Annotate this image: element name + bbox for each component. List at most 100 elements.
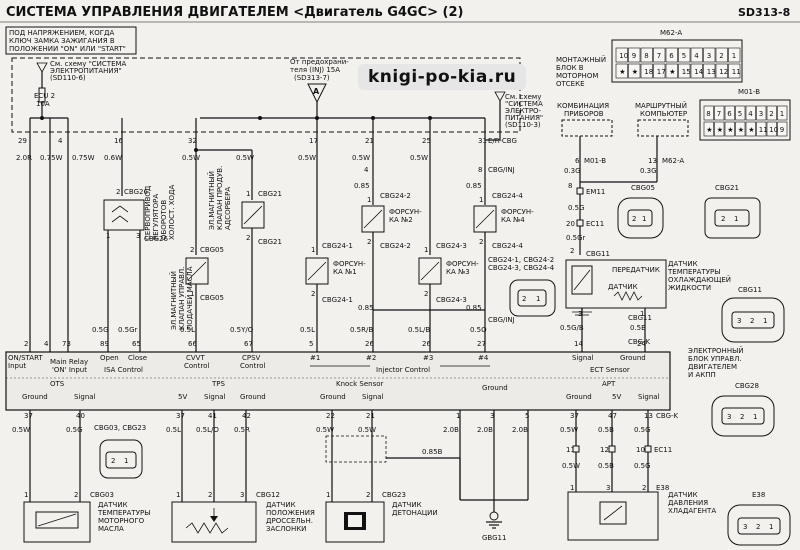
svg-text:теля (INJ) 15A: теля (INJ) 15A — [290, 66, 340, 74]
connector-cell — [665, 63, 678, 79]
connector-cell — [703, 47, 716, 63]
svg-text:2: 2 — [190, 246, 194, 254]
svg-text:37: 37 — [24, 412, 33, 420]
svg-text:16: 16 — [114, 137, 123, 145]
svg-text:0.3G: 0.3G — [564, 167, 581, 175]
connector-pin-label: 11 — [759, 126, 768, 134]
connector-cell — [628, 63, 641, 79]
svg-text:CBG/INJ: CBG/INJ — [488, 166, 515, 174]
svg-text:0.5W: 0.5W — [410, 154, 428, 162]
svg-text:ХЛАДАГЕНТА: ХЛАДАГЕНТА — [668, 507, 716, 515]
header-bar — [0, 0, 800, 22]
svg-text:CBG11: CBG11 — [586, 250, 610, 258]
svg-text:ПОЛОЖЕНИИ "ON" ИЛИ "START": ПОЛОЖЕНИИ "ON" ИЛИ "START" — [9, 45, 126, 53]
connector-cell — [653, 47, 666, 63]
trip-computer: МАРШРУТНЫЙ КОМПЬЮТЕР 13 M62-A 0.3G — [580, 101, 689, 183]
connector-pin-label: 2 — [719, 52, 723, 60]
svg-text:1: 1 — [311, 246, 315, 254]
svg-text:Ground: Ground — [482, 384, 508, 392]
svg-text:Signal: Signal — [362, 393, 384, 401]
svg-text:CBG/INJ: CBG/INJ — [488, 316, 515, 324]
svg-text:0.85: 0.85 — [354, 182, 370, 190]
page-code: SD313-8 — [738, 6, 790, 19]
svg-text:#1: #1 — [310, 354, 320, 362]
isa-actuator: 16 0.6W 2 CBG26 1 3 CBG26 0.5G 0.5Gr СЕР… — [92, 118, 176, 352]
svg-text:2: 2 — [366, 491, 370, 499]
svg-text:1: 1 — [769, 523, 773, 531]
svg-text:6: 6 — [575, 157, 580, 165]
svg-text:СЕРВОПРИВОД: СЕРВОПРИВОД — [144, 185, 152, 240]
svg-text:2.0R: 2.0R — [16, 154, 32, 162]
svg-text:МОТОРНОГО: МОТОРНОГО — [98, 517, 145, 525]
connector-cell — [766, 105, 777, 121]
ecu-ground: 2.0B 2.0B 2.0B GBG11 — [443, 410, 529, 542]
svg-text:0.5W: 0.5W — [352, 154, 370, 162]
svg-text:БЛОК В: БЛОК В — [556, 64, 584, 72]
svg-text:3: 3 — [606, 484, 610, 492]
svg-text:5V: 5V — [178, 393, 187, 401]
svg-text:1: 1 — [246, 190, 250, 198]
svg-text:CBG21: CBG21 — [258, 238, 282, 246]
svg-text:Main Relay: Main Relay — [50, 358, 88, 366]
svg-text:Input: Input — [8, 362, 26, 370]
svg-text:11: 11 — [566, 446, 575, 454]
svg-text:'ON' Input: 'ON' Input — [52, 366, 87, 374]
svg-text:ЖИДКОСТИ: ЖИДКОСТИ — [668, 284, 711, 292]
svg-text:Control: Control — [184, 362, 209, 370]
svg-text:И АКПП: И АКПП — [688, 371, 716, 379]
svg-text:CBG05: CBG05 — [631, 184, 655, 192]
svg-text:ЭЛЕКТРОННЫЙ: ЭЛЕКТРОННЫЙ — [688, 346, 744, 355]
svg-text:2: 2 — [24, 340, 28, 348]
svg-text:8: 8 — [568, 182, 572, 190]
svg-text:CBG24-1: CBG24-1 — [322, 242, 353, 250]
svg-text:4: 4 — [58, 137, 63, 145]
svg-text:3: 3 — [727, 413, 731, 421]
connector-cell — [766, 121, 777, 137]
svg-text:КЛАПАН УПРАВЛ.: КЛАПАН УПРАВЛ. — [178, 267, 186, 330]
injector-1: 17 0.5W 1 CBG24-1 ФОРСУН- КА №1 2 CBG24-… — [298, 118, 366, 352]
connector-pin-label: ★ — [632, 68, 638, 76]
svg-text:21: 21 — [366, 412, 375, 420]
connector-cell — [690, 63, 703, 79]
svg-text:CBG24-3: CBG24-3 — [436, 296, 467, 304]
connector-cell — [653, 63, 666, 79]
svg-text:0.5W: 0.5W — [316, 426, 334, 434]
svg-text:2.0B: 2.0B — [477, 426, 493, 434]
connector-cell — [728, 47, 741, 63]
cpsv-valve: 0.5W 1 CBG21 2 CBG21 0.5Y/O ЭЛ.МАГНИТНЫЙ… — [194, 148, 282, 352]
svg-text:ДАТЧИК: ДАТЧИК — [668, 491, 698, 499]
svg-text:41: 41 — [208, 412, 217, 420]
svg-text:Close: Close — [128, 354, 147, 362]
svg-text:25: 25 — [422, 137, 431, 145]
svg-text:2: 2 — [208, 491, 212, 499]
svg-text:8: 8 — [478, 166, 482, 174]
connector-cell — [745, 105, 756, 121]
ecu-top-labels: ON/START Input Main Relay 'ON' Input Ope… — [8, 354, 646, 374]
ecu-name: ЭЛЕКТРОННЫЙ БЛОК УПРАВЛ. ДВИГАТЕЛЕМ И АК… — [688, 346, 744, 379]
svg-text:CBG03, CBG23: CBG03, CBG23 — [94, 424, 146, 432]
svg-text:73: 73 — [62, 340, 71, 348]
svg-text:M62-A: M62-A — [660, 29, 682, 37]
svg-text:ОБОРОТОВ: ОБОРОТОВ — [160, 200, 168, 240]
svg-text:EC11: EC11 — [586, 220, 604, 228]
svg-text:Open: Open — [100, 354, 119, 362]
connector-pin-label: 12 — [719, 68, 728, 76]
svg-text:1: 1 — [124, 457, 128, 465]
svg-text:#2: #2 — [366, 354, 376, 362]
svg-text:1: 1 — [753, 413, 757, 421]
svg-text:0.5W: 0.5W — [298, 154, 316, 162]
svg-text:0.5L: 0.5L — [166, 426, 181, 434]
svg-text:1: 1 — [326, 491, 330, 499]
svg-text:ПОЛОЖЕНИЯ: ПОЛОЖЕНИЯ — [266, 509, 315, 517]
connector-pin-label: ★ — [738, 126, 744, 134]
svg-text:2: 2 — [111, 457, 115, 465]
svg-text:ЭЛ.МАГНИТНЫЙ: ЭЛ.МАГНИТНЫЙ — [169, 271, 178, 330]
svg-text:21: 21 — [365, 137, 374, 145]
connector-pin-label: 5 — [682, 52, 686, 60]
svg-text:0.5L/O: 0.5L/O — [196, 426, 219, 434]
svg-text:CBG24-2: CBG24-2 — [380, 192, 411, 200]
ecu-bottom-pins: 37 40 37 41 42 22 21 1 3 5 37 47 13 CBG-… — [24, 412, 679, 420]
svg-text:ЗАСЛОНКИ: ЗАСЛОНКИ — [266, 525, 306, 533]
svg-text:ДАТЧИК: ДАТЧИК — [266, 501, 296, 509]
